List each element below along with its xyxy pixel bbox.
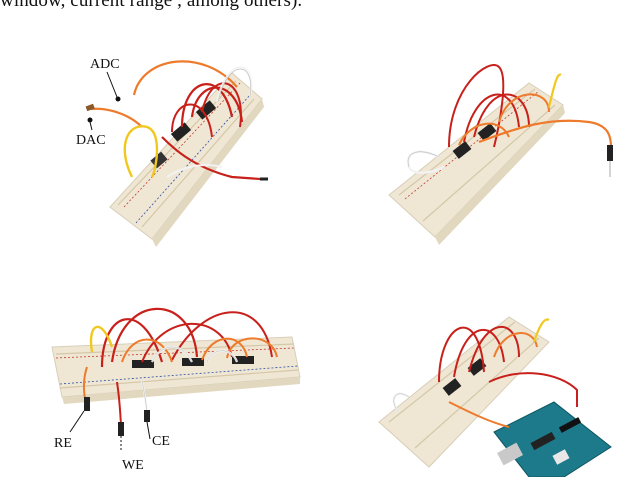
breadboard-photo-3 (51, 307, 301, 452)
breadboard-photo-1 (85, 60, 268, 247)
photo-panel-bottom-right (349, 262, 614, 477)
dac-label: DAC (76, 133, 106, 148)
adc-label: ADC (90, 57, 120, 72)
breadboard-photo-4 (378, 316, 612, 477)
breadboard-photo-figure: ADC DAC (32, 27, 614, 477)
photo-panel-top-left: ADC DAC (32, 27, 328, 261)
photo-panel-top-right (349, 27, 614, 261)
ce-label: CE (152, 434, 170, 449)
photo-panel-bottom-left: RE WE CE (32, 262, 328, 477)
we-label: WE (122, 458, 144, 473)
re-label: RE (54, 436, 72, 451)
breadboard-photo-2 (388, 64, 613, 245)
truncated-caption-text: window, current range , among others). (0, 0, 303, 11)
